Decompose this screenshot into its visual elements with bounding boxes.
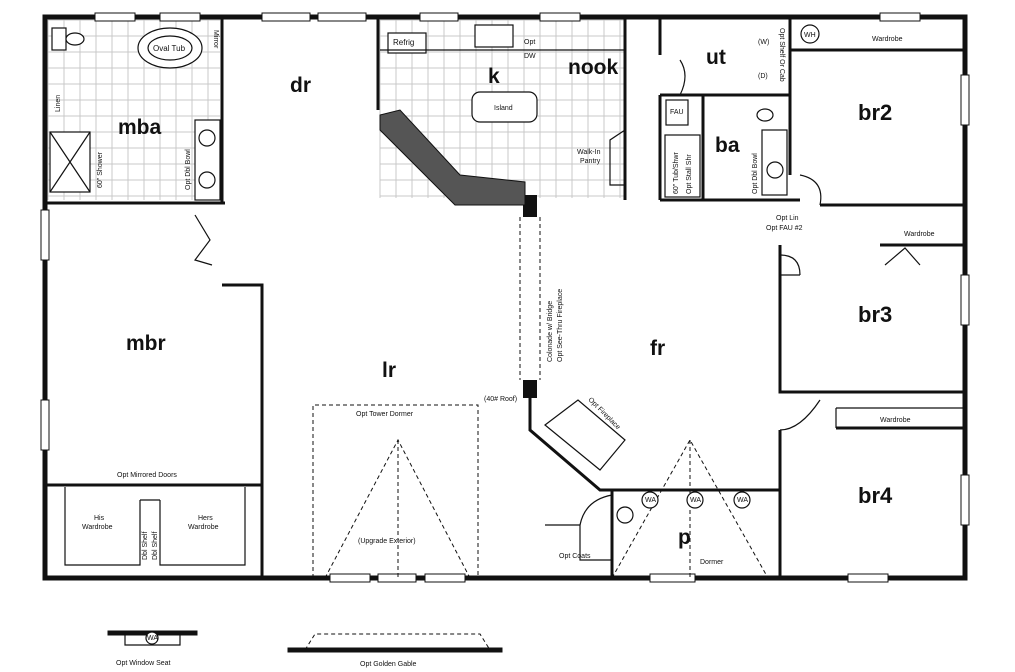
- label-opt-tower-dormer: Opt Tower Dormer: [356, 411, 414, 418]
- wa-symbols: [616, 491, 751, 524]
- kitchen-counter: [379, 24, 626, 206]
- label-hers-2: Wardrobe: [188, 524, 219, 531]
- label-wa-legend: WA: [147, 635, 158, 642]
- label-roof-40: (40# Roof): [484, 396, 517, 403]
- label-walkin-2: Pantry: [580, 158, 601, 165]
- label-opt-lin-1: Opt Lin: [776, 215, 799, 222]
- label-opt-dw-1: Opt: [524, 39, 535, 46]
- option-outlines: [312, 399, 780, 579]
- label-his-1: His: [94, 515, 105, 522]
- label-opt-shelf-cab: Opt Shelf Or Cab: [778, 28, 785, 82]
- label-opt-dw-2: DW: [524, 53, 536, 60]
- room-label-br4: br4: [858, 483, 893, 508]
- label-wa-3: WA: [737, 497, 748, 504]
- room-labels: dr k nook ut mba ba br2 br3 br4 mbr lr f…: [118, 46, 893, 549]
- doors: [194, 59, 921, 526]
- room-label-p: p: [678, 526, 691, 549]
- label-his-2: Wardrobe: [82, 524, 113, 531]
- label-wa-1: WA: [645, 497, 656, 504]
- label-fau: FAU: [670, 109, 684, 116]
- label-opt-dbl-bowl-mba: Opt Dbl Bowl: [185, 149, 192, 190]
- label-opt-window-seat: Opt Window Seat: [116, 660, 171, 667]
- label-opt-lin-2: Opt FAU #2: [766, 225, 803, 232]
- label-dbl-shelf-1: Dbl Shelf: [142, 532, 149, 560]
- label-walkin-1: Walk-In: [577, 149, 601, 156]
- option-golden-gable: Opt Golden Gable: [287, 633, 503, 668]
- room-label-k: k: [488, 65, 500, 88]
- label-wa-2: WA: [690, 497, 701, 504]
- label-hers-1: Hers: [198, 515, 213, 522]
- label-d: (D): [758, 73, 768, 80]
- label-dbl-shelf-2: Dbl Shelf: [152, 532, 159, 560]
- label-wh: WH: [804, 32, 816, 39]
- label-opt-stall-shr: Opt Stall Shr: [686, 154, 693, 194]
- label-w: (W): [758, 39, 769, 46]
- label-oval-tub: Oval Tub: [153, 44, 186, 53]
- room-label-ba: ba: [715, 134, 740, 157]
- option-window-seat: WA Opt Window Seat: [107, 630, 198, 667]
- label-island: Island: [494, 105, 513, 112]
- label-shower: 60" Shower: [97, 151, 104, 188]
- label-refrig: Refrig: [393, 38, 414, 47]
- room-label-dr: dr: [290, 74, 311, 97]
- room-label-fr: fr: [650, 337, 665, 360]
- room-label-nook: nook: [568, 56, 618, 79]
- label-wardrobe-br3: Wardrobe: [904, 231, 935, 238]
- label-wardrobe-br2: Wardrobe: [872, 36, 903, 43]
- room-label-br3: br3: [858, 302, 892, 327]
- room-label-br2: br2: [858, 100, 892, 125]
- label-opt-coats: Opt Coats: [559, 553, 591, 560]
- exterior-walls: [42, 14, 968, 581]
- hall-bath-fixtures: [664, 24, 820, 198]
- room-label-lr: lr: [382, 359, 396, 382]
- room-label-mbr: mbr: [126, 332, 166, 355]
- windows: [40, 12, 970, 583]
- label-mirror: Mirror: [212, 30, 219, 49]
- label-wardrobe-br4: Wardrobe: [880, 417, 911, 424]
- label-colonade-1: Colonade w/ Bridge: [547, 301, 554, 362]
- room-label-ut: ut: [706, 46, 726, 69]
- label-upgrade-exterior: (Upgrade Exterior): [358, 538, 416, 545]
- label-dormer: Dormer: [700, 559, 724, 566]
- label-colonade-2: Opt See-Thru Fireplace: [557, 289, 564, 362]
- label-tub-shwr: 60" Tub/Shwr: [673, 152, 680, 194]
- label-linen: Linen: [55, 95, 62, 112]
- label-opt-mirrored-doors: Opt Mirrored Doors: [117, 472, 177, 479]
- label-opt-golden-gable: Opt Golden Gable: [360, 661, 417, 668]
- master-bath-fixtures: [49, 27, 221, 201]
- label-opt-fireplace: Opt Fireplace: [587, 396, 622, 431]
- interior-walls: [45, 17, 965, 578]
- label-opt-dbl-bowl-ba: Opt Dbl Bowl: [752, 153, 759, 194]
- room-label-mba: mba: [118, 116, 162, 139]
